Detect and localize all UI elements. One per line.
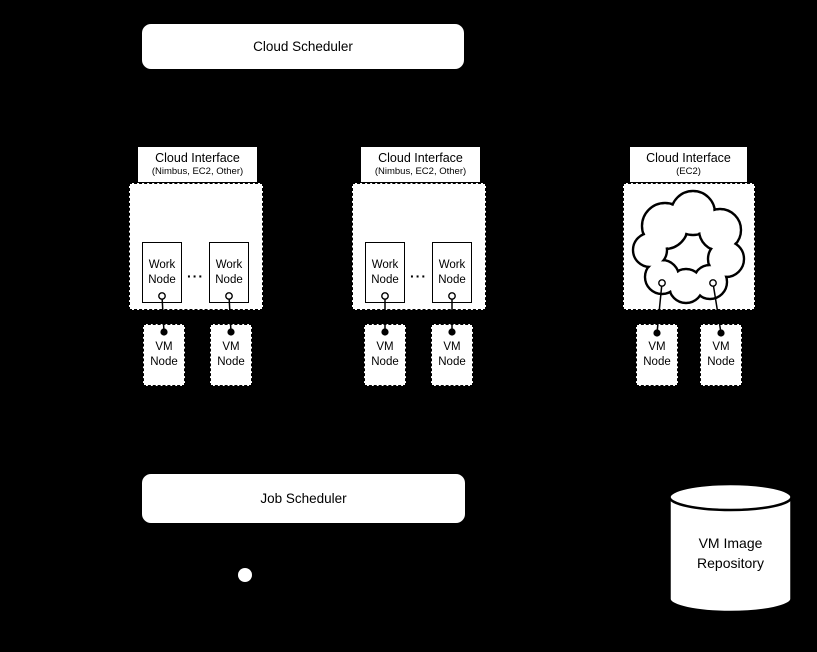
cloud-interface-2-title: Cloud Interface	[378, 151, 463, 165]
vm-image-repository-label: VM Image Repository	[667, 533, 794, 573]
vm-node-label: VM Node	[371, 341, 399, 368]
database-cylinder-icon	[668, 482, 793, 614]
cloud-interface-2-header: Cloud Interface (Nimbus, EC2, Other)	[360, 146, 481, 183]
cloud-interface-3-subtitle: (EC2)	[676, 166, 701, 177]
cloud-scheduler-label: Cloud Scheduler	[253, 39, 353, 54]
more-nodes-ellipsis: ···	[407, 268, 430, 284]
work-node: Work Node	[365, 242, 405, 303]
work-node-label: Work Node	[438, 258, 466, 286]
repository-label-line2: Repository	[697, 555, 764, 571]
cloud-interface-1-header: Cloud Interface (Nimbus, EC2, Other)	[137, 146, 258, 183]
vm-node-label: VM Node	[438, 341, 466, 368]
cloud-shape-icon	[631, 189, 746, 305]
white-junction-dot-icon	[238, 568, 252, 582]
more-nodes-ellipsis: ···	[184, 268, 207, 284]
work-node-label: Work Node	[148, 258, 176, 286]
work-node-label: Work Node	[215, 258, 243, 286]
cloud-interface-3-header: Cloud Interface (EC2)	[629, 146, 748, 183]
vm-node: VM Node	[700, 324, 742, 386]
job-scheduler-label: Job Scheduler	[260, 491, 347, 506]
vm-node: VM Node	[364, 324, 406, 386]
cloud-interface-1-title: Cloud Interface	[155, 151, 240, 165]
cloud-interface-3-title: Cloud Interface	[646, 151, 731, 165]
job-scheduler-box: Job Scheduler	[140, 472, 467, 525]
vm-node: VM Node	[143, 324, 185, 386]
vm-node-label: VM Node	[217, 341, 245, 368]
vm-node-label: VM Node	[150, 341, 178, 368]
work-node: Work Node	[209, 242, 249, 303]
vm-node: VM Node	[210, 324, 252, 386]
work-node: Work Node	[432, 242, 472, 303]
cloud-interface-2-subtitle: (Nimbus, EC2, Other)	[374, 166, 467, 177]
cloud-scheduler-box: Cloud Scheduler	[140, 22, 466, 71]
repository-label-line1: VM Image	[698, 535, 763, 551]
vm-node: VM Node	[431, 324, 473, 386]
work-node-label: Work Node	[371, 258, 399, 286]
work-node: Work Node	[142, 242, 182, 303]
vm-node: VM Node	[636, 324, 678, 386]
vm-node-label: VM Node	[643, 341, 671, 368]
cloud-interface-1-subtitle: (Nimbus, EC2, Other)	[151, 166, 244, 177]
vm-node-label: VM Node	[707, 341, 735, 368]
